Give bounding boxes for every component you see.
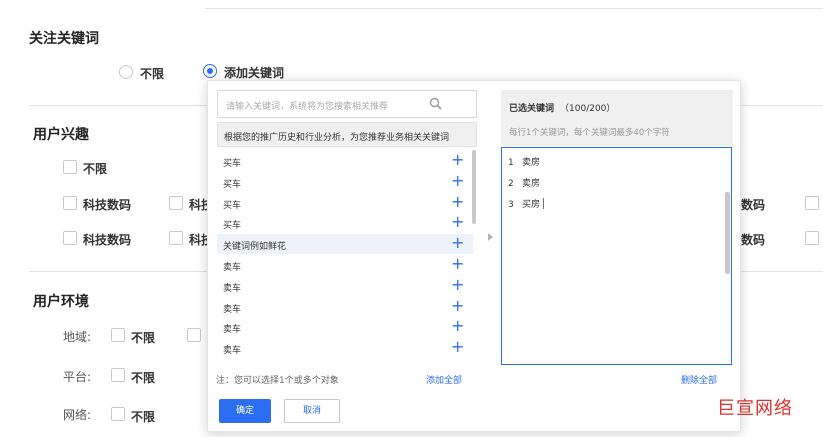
add-all-link[interactable]: 添加全部: [426, 376, 463, 386]
region-unlimited-checkbox[interactable]: [111, 328, 125, 342]
selected-keyword-row: 1 卖房: [508, 155, 540, 168]
region-unlimited-label: 不限: [131, 331, 156, 345]
keyword-text: 卖车: [223, 283, 242, 294]
selected-hint: 每行1个关键词，每个关键词最多40个字符: [509, 128, 670, 138]
add-keyword-icon[interactable]: +: [451, 295, 465, 315]
confirm-button[interactable]: 确定: [219, 399, 271, 423]
selected-title: 已选关键词 （100/200）: [509, 101, 615, 114]
interest-unlimited-checkbox[interactable]: [63, 160, 77, 174]
platform-label: 平台:: [63, 370, 92, 384]
keyword-text: 卖车: [223, 304, 242, 315]
network-unlimited-label: 不限: [131, 410, 156, 424]
keyword-row[interactable]: 卖车 +: [217, 338, 473, 358]
selected-keyword-row: 3 买房: [508, 197, 545, 210]
keyword-row[interactable]: 卖车 +: [217, 295, 473, 317]
interest-unlimited-label: 不限: [83, 162, 108, 176]
recommend-text: 根据您的推广历史和行业分析，为您推荐业务相关关键词: [224, 133, 450, 143]
divider-environment-right: [741, 271, 823, 272]
environment-title: 用户环境: [33, 294, 89, 310]
keyword-text: 卖车: [223, 346, 242, 357]
cancel-button[interactable]: 取消: [284, 399, 340, 423]
selected-header: 已选关键词 （100/200） 每行1个关键词，每个关键词最多40个字符: [501, 90, 733, 146]
add-keyword-icon[interactable]: +: [451, 170, 465, 190]
line-number: 2: [508, 179, 514, 189]
keyword-text: 买车: [223, 200, 242, 211]
add-keyword-icon[interactable]: +: [451, 212, 465, 232]
text-caret: [543, 198, 545, 209]
radio-unlimited-label: 不限: [140, 67, 165, 81]
radio-add-keywords[interactable]: [203, 64, 217, 78]
divider-environment: [29, 271, 207, 272]
selected-keyword-row: 2 卖房: [508, 176, 540, 189]
keyword-row[interactable]: 买车 +: [217, 213, 473, 233]
interest-label: 科技数码: [83, 233, 132, 247]
selected-scrollbar[interactable]: [725, 192, 730, 274]
interest-checkbox[interactable]: [169, 196, 183, 210]
radio-add-keywords-label: 添加关键词: [224, 66, 285, 80]
keyword-text: 卖车: [223, 263, 242, 273]
search-placeholder: 请输入关键词，系统将为您搜索相关推荐: [226, 102, 389, 112]
delete-all-link[interactable]: 删除全部: [681, 376, 718, 386]
network-unlimited-checkbox[interactable]: [111, 407, 125, 421]
keyword-list: 买车 + 买车 + 买车 + 买车 + 关键词例如鲜花 + 卖车 + 卖车 + 卖车 + 卖车 + 卖车 +: [217, 149, 477, 365]
keyword-search-input[interactable]: 请输入关键词，系统将为您搜索相关推荐: [217, 90, 477, 118]
line-number: 3: [508, 200, 514, 210]
selected-keyword-text: 卖房: [522, 179, 541, 189]
add-keyword-icon[interactable]: +: [451, 191, 465, 211]
keyword-text: 买车: [223, 159, 242, 169]
platform-unlimited-checkbox[interactable]: [111, 368, 125, 382]
region-label: 地域:: [63, 330, 92, 344]
keyword-text: 买车: [223, 179, 242, 190]
keyword-row[interactable]: 卖车 +: [217, 255, 473, 275]
selected-count: （100/200）: [560, 104, 616, 114]
add-keyword-icon[interactable]: +: [451, 254, 465, 273]
region-checkbox[interactable]: [187, 328, 201, 342]
keyword-row[interactable]: 关键词例如鲜花 +: [217, 233, 473, 255]
divider-top: [205, 8, 823, 9]
keyword-text: 买车: [223, 221, 242, 232]
keyword-row[interactable]: 买车 +: [217, 151, 473, 171]
add-keyword-icon[interactable]: +: [451, 150, 465, 169]
interests-title: 用户兴趣: [33, 127, 89, 143]
recommend-bar: 根据您的推广历史和行业分析，为您推荐业务相关关键词: [217, 122, 477, 147]
network-label: 网络:: [63, 408, 92, 422]
add-keyword-icon[interactable]: +: [451, 316, 465, 336]
interest-checkbox[interactable]: [169, 231, 183, 245]
transfer-arrow-icon: [488, 233, 493, 241]
add-keyword-icon[interactable]: +: [451, 274, 465, 294]
selected-keywords-textarea[interactable]: 1 卖房 2 卖房 3 买房: [501, 147, 732, 365]
divider-interest: [29, 105, 207, 106]
selected-title-text: 已选关键词: [509, 104, 555, 114]
line-number: 1: [508, 158, 514, 168]
focus-keywords-title: 关注关键词: [29, 31, 99, 47]
keyword-list-scrollbar[interactable]: [472, 150, 476, 224]
keyword-text: 卖车: [223, 325, 242, 336]
interest-checkbox[interactable]: [63, 196, 77, 210]
search-icon[interactable]: [428, 96, 444, 112]
radio-unlimited[interactable]: [119, 65, 133, 79]
add-keyword-icon[interactable]: +: [451, 233, 465, 253]
interest-checkbox[interactable]: [805, 231, 819, 245]
interest-label: 数码: [741, 233, 766, 247]
interest-checkbox[interactable]: [805, 196, 819, 210]
keyword-row[interactable]: 买车 +: [217, 170, 473, 192]
footer-note: 注：您可以选择1个或多个对象: [216, 376, 339, 386]
keyword-text: 关键词例如鲜花: [223, 242, 287, 253]
interest-checkbox[interactable]: [63, 231, 77, 245]
interest-label: 科技数码: [83, 198, 132, 212]
keyword-picker-popup: 请输入关键词，系统将为您搜索相关推荐 根据您的推广历史和行业分析，为您推荐业务相…: [207, 80, 741, 432]
add-keyword-icon[interactable]: +: [451, 337, 465, 357]
keyword-row[interactable]: 卖车 +: [217, 317, 473, 337]
platform-unlimited-label: 不限: [131, 371, 156, 385]
keyword-row[interactable]: 卖车 +: [217, 274, 473, 296]
keyword-row[interactable]: 买车 +: [217, 191, 473, 213]
watermark-text: 巨宣网络: [717, 398, 793, 419]
divider-interest-right: [741, 105, 823, 106]
selected-keyword-text: 买房: [522, 200, 541, 210]
interest-label: 数码: [741, 198, 766, 212]
selected-keyword-text: 卖房: [522, 158, 541, 168]
